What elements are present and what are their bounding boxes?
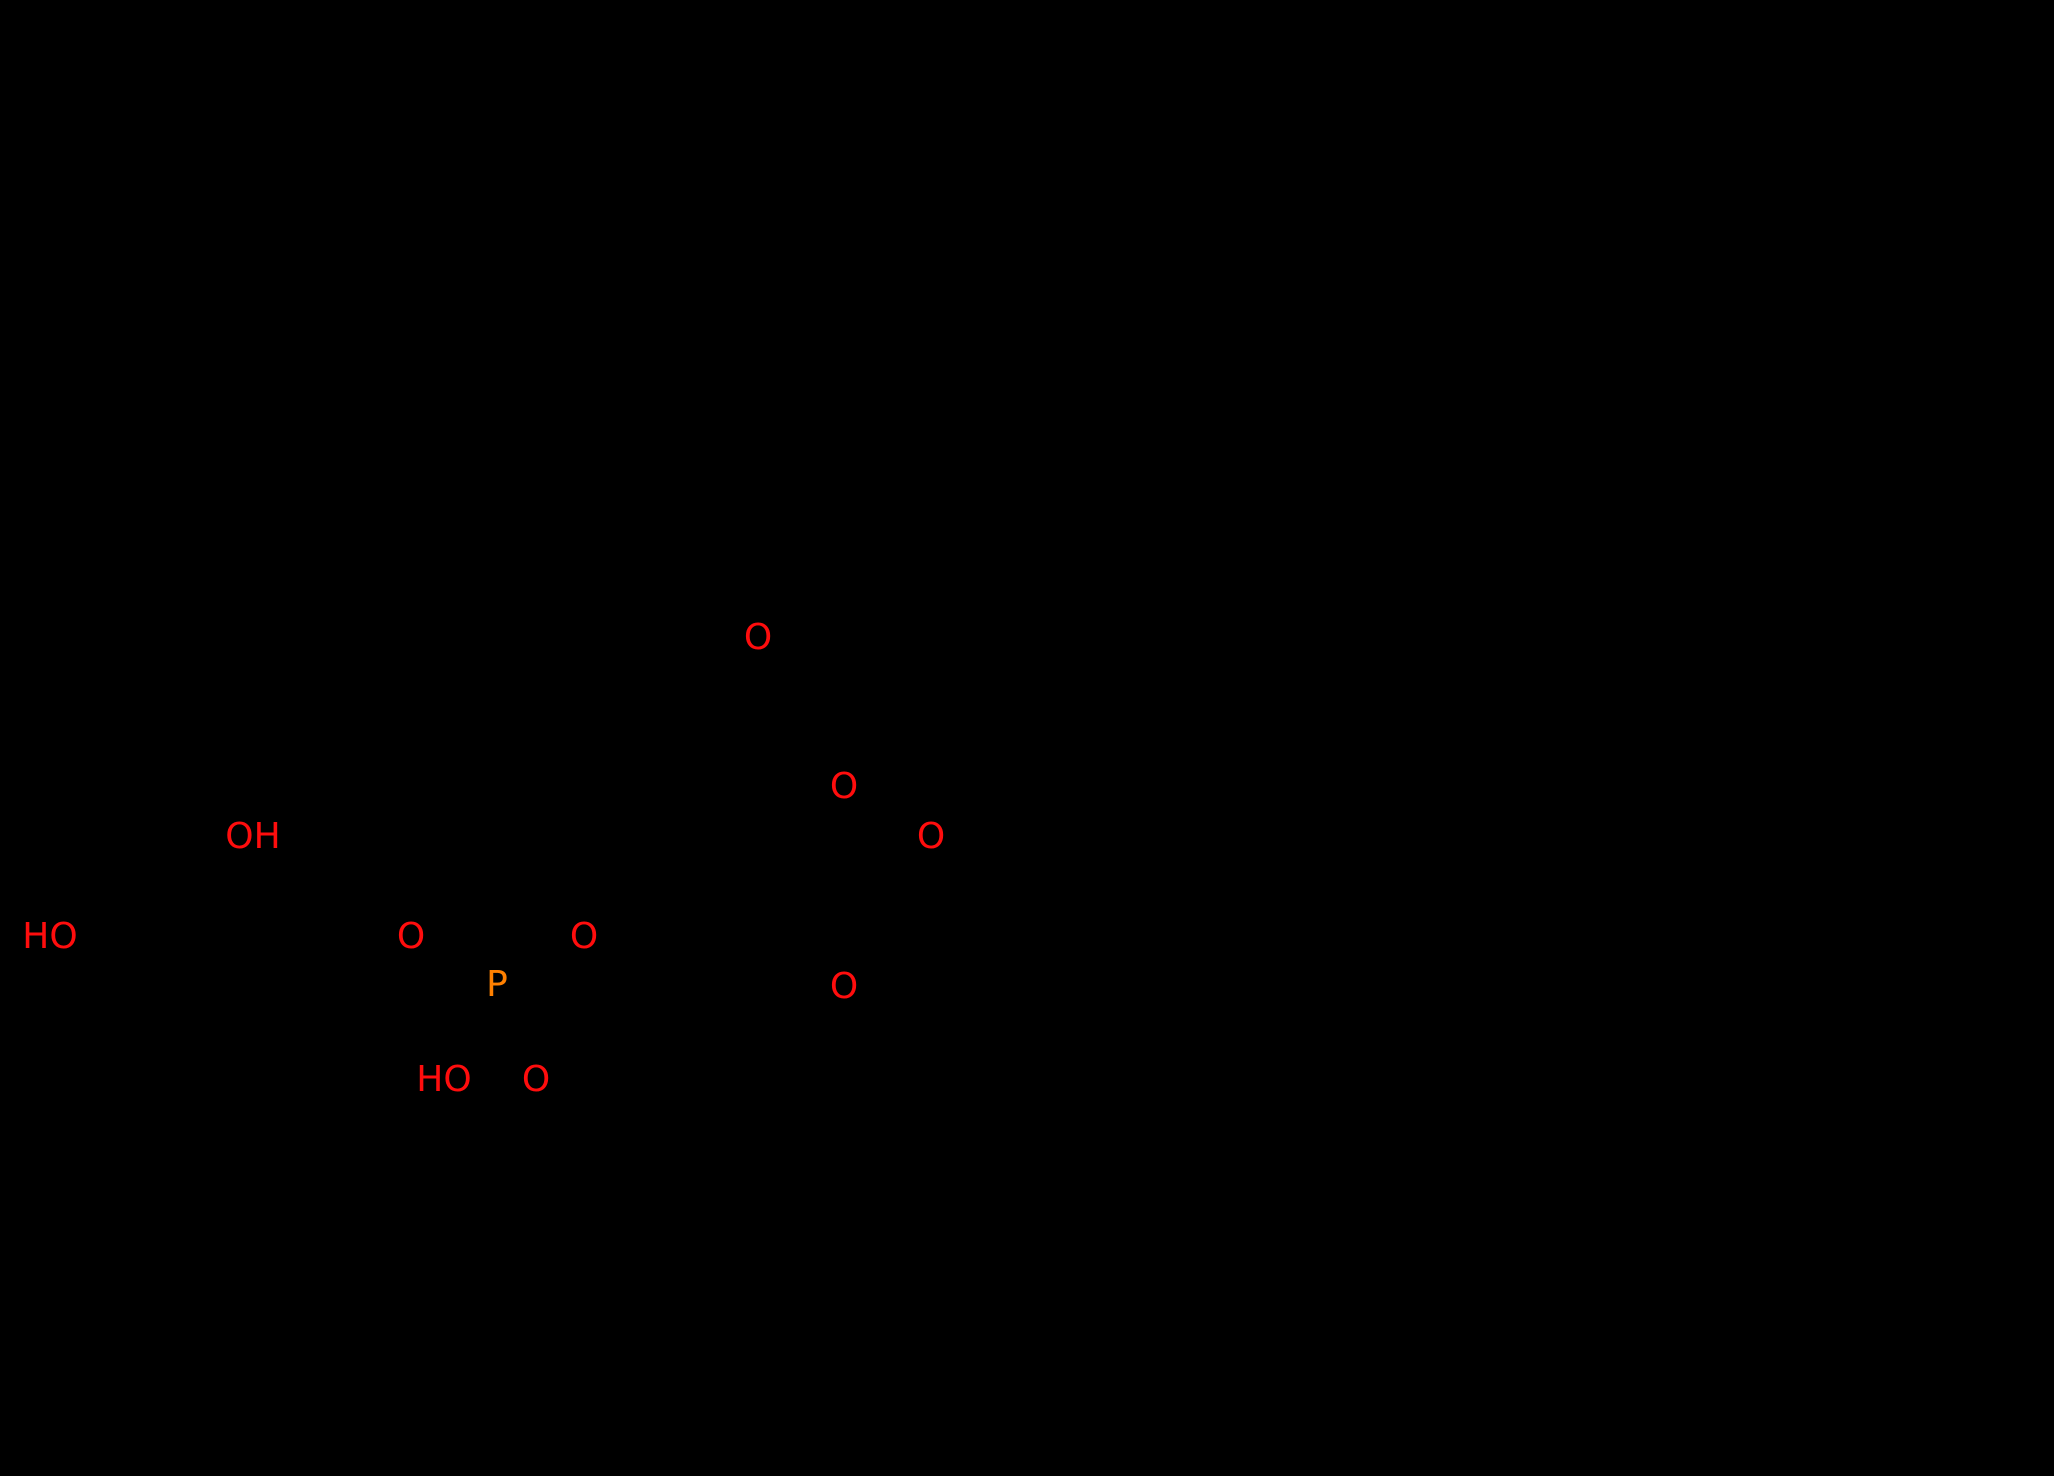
atom-label-phosphorus: P bbox=[486, 964, 508, 1005]
atom-label-carbonyl-oxygen-top: O bbox=[743, 617, 773, 658]
atom-label-ester-oxygen-1: O bbox=[829, 766, 859, 807]
atom-label-hydroxyl-left: HO bbox=[22, 916, 78, 957]
atom-label-phosphate-oxygen-left: O bbox=[396, 916, 426, 957]
atom-label-ester-oxygen-2: O bbox=[829, 966, 859, 1007]
atom-label-carbonyl-oxygen-2: O bbox=[916, 816, 946, 857]
atom-label-hydroxyl-top: OH bbox=[225, 816, 281, 857]
atom-label-phosphoryl-oxygen: O bbox=[521, 1059, 551, 1100]
atom-label-phosphate-hydroxyl: HO bbox=[416, 1059, 472, 1100]
atom-label-phosphate-oxygen-right: O bbox=[569, 916, 599, 957]
